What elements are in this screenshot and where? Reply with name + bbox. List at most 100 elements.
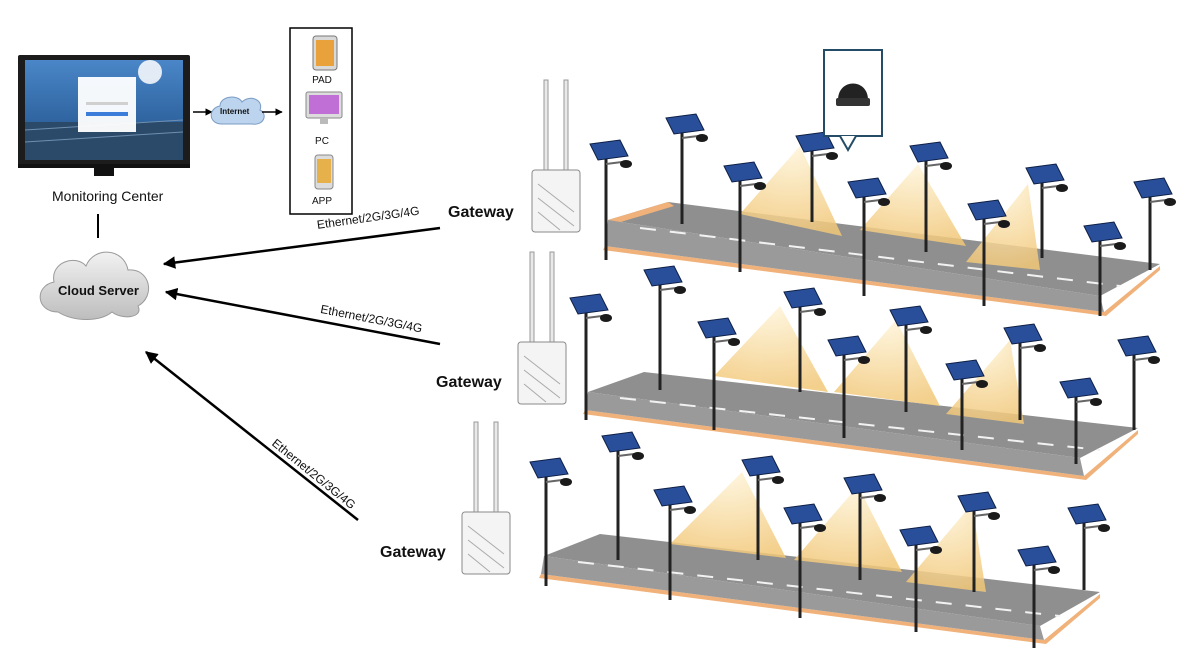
monitoring-center-label: Monitoring Center — [52, 188, 164, 204]
solar-panel-icon — [569, 293, 609, 315]
internet-link — [193, 96, 283, 125]
street-light-pole — [741, 455, 784, 560]
street-light-pole — [1067, 503, 1110, 590]
cloud-server-label: Cloud Server — [58, 283, 139, 298]
lamp-controller-icon — [728, 338, 740, 346]
street-light-pole — [569, 293, 612, 420]
lamp-controller-icon — [1056, 184, 1068, 192]
street-light-pole — [1133, 177, 1176, 270]
street-light-pole — [783, 287, 826, 392]
lamp-controller-icon — [696, 134, 708, 142]
lamp-controller-icon — [1098, 524, 1110, 532]
street-light-pole — [847, 177, 890, 296]
lamp-controller-icon — [814, 524, 826, 532]
street-light-pole — [529, 457, 572, 586]
solar-panel-icon — [1059, 377, 1099, 399]
solar-panel-icon — [723, 161, 763, 183]
device-label-pad: PAD — [312, 75, 332, 86]
solar-panel-icon — [957, 491, 997, 513]
solar-panel-icon — [909, 141, 949, 163]
street-light-pole — [643, 265, 686, 390]
solar-panel-icon — [889, 305, 929, 327]
solar-panel-icon — [899, 525, 939, 547]
solar-panel-icon — [589, 139, 629, 161]
lamp-controller-icon — [632, 452, 644, 460]
solar-panel-icon — [601, 431, 641, 453]
lamp-controller-icon — [988, 512, 1000, 520]
lamp-controller-icon — [1048, 566, 1060, 574]
lamp-controller-icon — [878, 198, 890, 206]
tablet-icon — [312, 35, 338, 71]
internet-cloud-icon — [210, 96, 265, 125]
lamp-controller-icon — [684, 506, 696, 514]
street-light-pole — [1117, 335, 1160, 430]
street-light-pole — [653, 485, 696, 600]
street-light-pole — [1017, 545, 1060, 648]
street-light-pole — [697, 317, 740, 430]
solar-panel-icon — [843, 473, 883, 495]
device-panel — [289, 27, 353, 215]
lamp-controller-icon — [560, 478, 572, 486]
lamp-controller-icon — [772, 476, 784, 484]
lamp-controller-icon — [858, 356, 870, 364]
gateway-router-icon — [461, 79, 581, 575]
solar-street-light-icon — [529, 113, 1176, 648]
street-light-pole — [899, 525, 942, 632]
lamp-controller-icon — [976, 380, 988, 388]
street-light-pole — [1025, 163, 1068, 258]
solar-panel-icon — [1025, 163, 1065, 185]
solar-panel-icon — [741, 455, 781, 477]
lamp-controller-icon — [940, 162, 952, 170]
street-light-pole — [957, 491, 1000, 592]
lamp-controller-icon — [1148, 356, 1160, 364]
solar-panel-icon — [1003, 323, 1043, 345]
street-light-pole — [665, 113, 708, 224]
solar-panel-icon — [643, 265, 683, 287]
street-light-pole — [945, 359, 988, 450]
lamp-controller-icon — [620, 160, 632, 168]
lamp-controller-icon — [754, 182, 766, 190]
street-light-pole — [827, 335, 870, 438]
lamp-controller-icon — [1164, 198, 1176, 206]
lamp-controller-icon — [1034, 344, 1046, 352]
solar-panel-icon — [529, 457, 569, 479]
solar-panel-icon — [653, 485, 693, 507]
road-network — [539, 202, 1160, 644]
street-light-pole — [843, 473, 886, 580]
smartphone-icon — [314, 154, 334, 190]
lamp-controller-icon — [674, 286, 686, 294]
solar-panel-icon — [1017, 545, 1057, 567]
solar-panel-icon — [665, 113, 705, 135]
solar-panel-icon — [783, 503, 823, 525]
lamp-controller-icon — [1090, 398, 1102, 406]
street-light-pole — [967, 199, 1010, 306]
cloud-icon — [39, 251, 149, 320]
solar-panel-icon — [1083, 221, 1123, 243]
solar-panel-icon — [945, 359, 985, 381]
street-light-pole — [909, 141, 952, 252]
solar-panel-icon — [847, 177, 887, 199]
lamp-controller-icon — [1114, 242, 1126, 250]
lamp-controller-icon — [874, 494, 886, 502]
light-controller-sensor-icon — [823, 49, 883, 153]
street-light-pole — [783, 503, 826, 618]
street-light-pole — [1059, 377, 1102, 464]
desktop-pc-icon — [305, 91, 343, 124]
gateway-label-2: Gateway — [436, 374, 502, 391]
lamp-controller-icon — [998, 220, 1010, 228]
street-light-pole — [601, 431, 644, 560]
internet-label: Internet — [220, 107, 250, 116]
solar-panel-icon — [697, 317, 737, 339]
lamp-controller-icon — [600, 314, 612, 322]
lamp-controller-icon — [930, 546, 942, 554]
lamp-controller-icon — [826, 152, 838, 160]
solar-panel-icon — [827, 335, 867, 357]
lamp-controller-icon — [814, 308, 826, 316]
solar-panel-icon — [967, 199, 1007, 221]
lamp-controller-icon — [920, 326, 932, 334]
solar-panel-icon — [1117, 335, 1157, 357]
solar-panel-icon — [783, 287, 823, 309]
gateway-label-1: Gateway — [448, 204, 514, 221]
uplink-arrows — [145, 226, 441, 521]
